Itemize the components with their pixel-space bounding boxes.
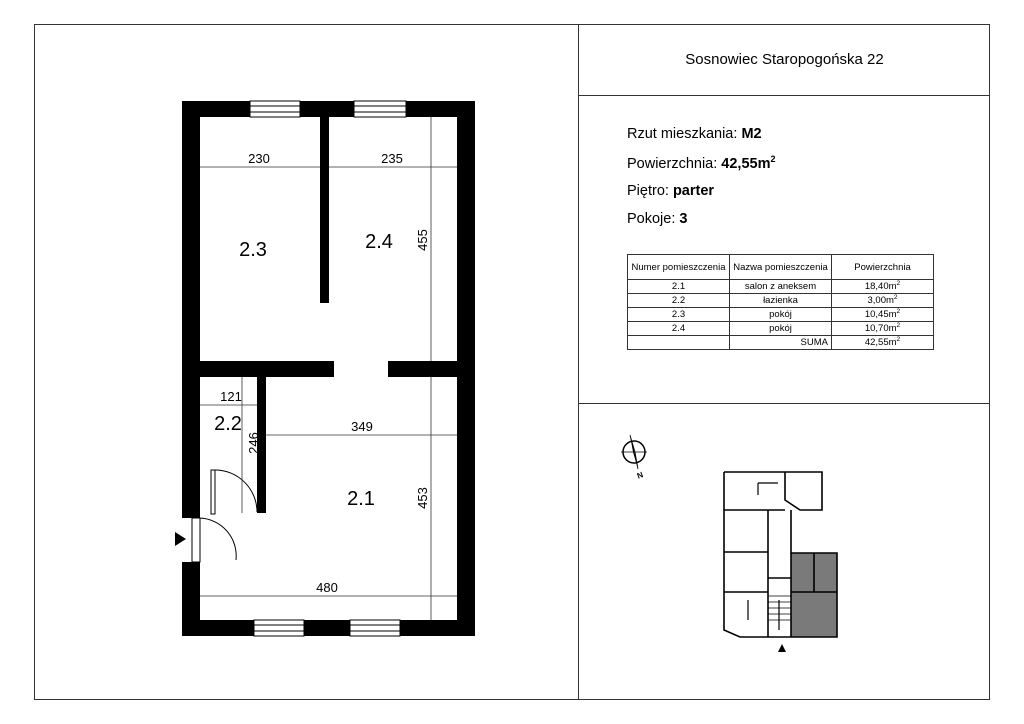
- table-row: 2.3 pokój 10,45m2: [627, 307, 934, 322]
- wall-segment: [388, 361, 457, 377]
- address-title: Sosnowiec Staropogońska 22: [685, 51, 884, 68]
- floor-label: Piętro:: [627, 183, 673, 199]
- rooms-label: Pokoje:: [627, 211, 680, 227]
- plan-label: Rzut mieszkania:: [627, 126, 742, 142]
- panel-divider: [578, 24, 579, 700]
- wall-segment: [182, 562, 200, 636]
- floor-info: Piętro: parter: [627, 183, 714, 199]
- building-key-plan: [723, 471, 838, 638]
- table-sum-row: SUMA 42,55m2: [627, 335, 934, 350]
- dimension-lines: [200, 117, 457, 620]
- room-label-2-1: 2.1: [347, 488, 375, 510]
- wall-segment: [300, 101, 354, 117]
- wall-segment: [457, 101, 475, 636]
- dimension-label: 230: [248, 151, 270, 166]
- doors: [191, 469, 258, 563]
- window: [349, 619, 401, 637]
- wall-segment: [400, 620, 475, 636]
- dimension-label: 480: [316, 580, 338, 595]
- dimension-label: 235: [381, 151, 403, 166]
- dimension-labels: 230 235 455 121 349 246 453 480: [220, 151, 430, 595]
- floor-value: parter: [672, 183, 715, 199]
- sum-value: 42,55m2: [831, 335, 934, 350]
- wall-segment: [200, 361, 334, 377]
- compass-icon: [621, 434, 647, 470]
- windows: [249, 100, 407, 637]
- walls: [182, 101, 475, 636]
- window: [249, 100, 301, 118]
- rooms-table: Numer pomieszczenia Nazwa pomieszczenia …: [627, 254, 934, 350]
- title-divider: [578, 95, 990, 96]
- room-label-2-4: 2.4: [365, 231, 393, 253]
- compass-north-label: N: [636, 470, 645, 481]
- wall-segment: [304, 620, 350, 636]
- entrance-door: [191, 517, 237, 563]
- room-label-2-2: 2.2: [214, 413, 242, 435]
- rooms-info: Pokoje: 3: [627, 211, 687, 227]
- room-labels: 2.3 2.4 2.2 2.1: [214, 231, 393, 510]
- rooms-value: 3: [679, 211, 688, 227]
- dimension-label: 453: [415, 487, 430, 509]
- plan-value: M2: [741, 126, 762, 142]
- info-divider: [578, 403, 990, 404]
- entrance-arrow-icon: [175, 532, 186, 546]
- window: [253, 619, 305, 637]
- column-header: Numer pomieszczenia: [627, 254, 730, 280]
- building-outline: [724, 471, 823, 511]
- area-value: 42,55m2: [721, 154, 776, 172]
- dimension-label: 455: [415, 229, 430, 251]
- wall-segment: [320, 117, 329, 303]
- bathroom-door: [210, 469, 258, 515]
- plan-info: Rzut mieszkania: M2: [627, 126, 762, 142]
- area-info: Powierzchnia: 42,55m2: [627, 154, 776, 172]
- wall-segment: [182, 620, 254, 636]
- wall-segment: [257, 377, 266, 513]
- drawing-sheet: [34, 24, 990, 700]
- wall-segment: [182, 101, 200, 518]
- key-plan-entrance-icon: [778, 644, 786, 652]
- window: [353, 100, 407, 118]
- cell-blank: [627, 335, 730, 350]
- dimension-label: 121: [220, 389, 242, 404]
- table-row: 2.4 pokój 10,70m2: [627, 321, 934, 336]
- dimension-label: 246: [246, 432, 261, 454]
- room-label-2-3: 2.3: [239, 239, 267, 261]
- area-label: Powierzchnia:: [627, 155, 722, 172]
- dimension-label: 349: [351, 419, 373, 434]
